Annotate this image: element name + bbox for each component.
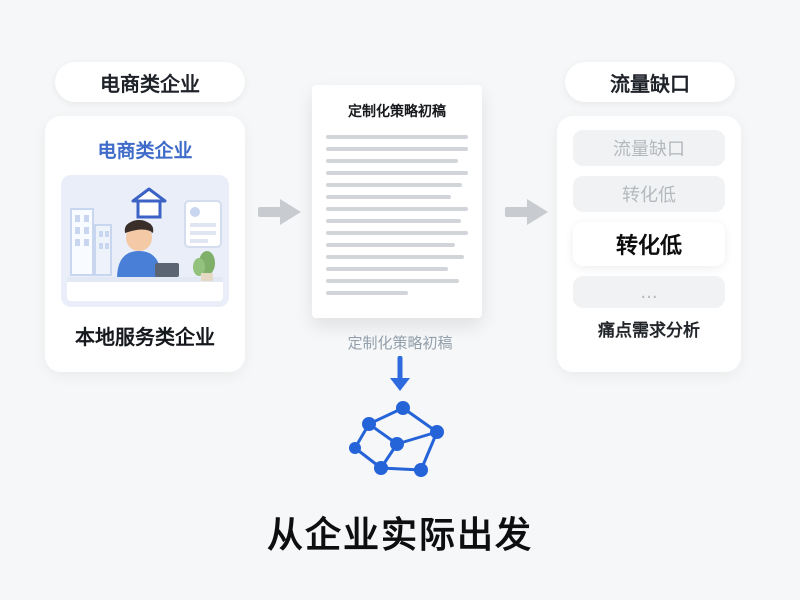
arrow-right-icon [505,197,549,227]
list-item: 流量缺口 [573,130,725,166]
list-item: ... [573,276,725,308]
left-pill: 电商类企业 [55,62,245,102]
network-graph-icon [345,398,455,486]
arrow-down-icon [388,355,412,392]
right-pill-label: 流量缺口 [610,71,690,96]
arrow-right-icon [258,197,302,227]
strategy-document: 定制化策略初稿 [312,85,482,318]
list-item: 转化低 [573,176,725,212]
left-card-title: 电商类企业 [97,140,193,162]
right-pill: 流量缺口 [565,62,735,102]
person-at-desk-illustration [61,175,229,307]
document-caption: 定制化策略初稿 [347,334,453,352]
right-card-caption: 痛点需求分析 [598,321,700,341]
list-item-highlight: 转化低 [573,222,725,266]
headline: 从企业实际出发 [266,515,533,556]
left-card: 电商类企业 [45,116,245,372]
left-pill-label: 电商类企业 [100,71,200,96]
right-card: 流量缺口 转化低 转化低 ... 痛点需求分析 [557,116,741,372]
document-title: 定制化策略初稿 [348,104,446,120]
document-text-lines [326,135,468,295]
left-card-caption: 本地服务类企业 [75,325,215,349]
